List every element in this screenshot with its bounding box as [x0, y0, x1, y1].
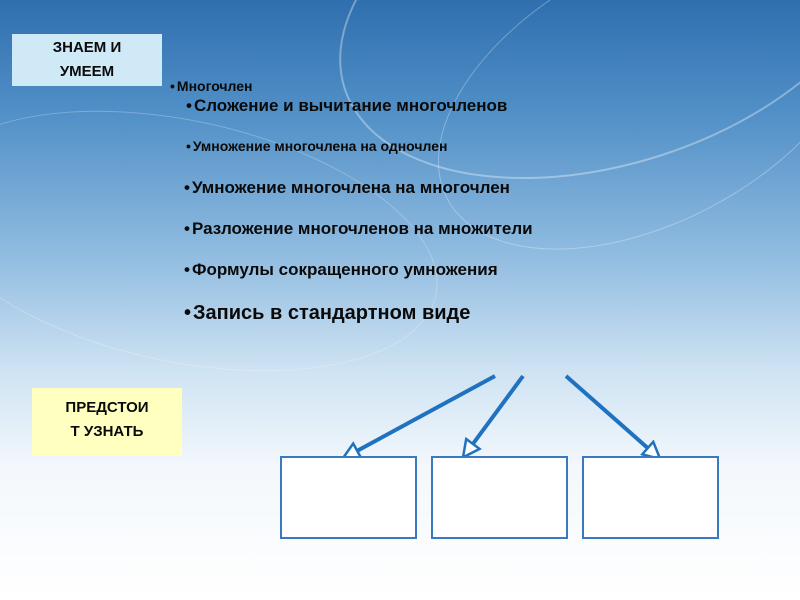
bullet-text: Умножение многочлена на одночлен	[192, 138, 448, 154]
empty-box-1[interactable]	[280, 456, 417, 539]
know-label-box: ЗНАЕМ И УМЕЕМ	[12, 34, 162, 86]
bullet-dot: •	[184, 219, 190, 238]
arrow-icon	[344, 374, 496, 458]
bullet-item-formulas: •Формулы сокращенного умножения	[184, 260, 498, 280]
bullet-dot: •	[184, 302, 192, 324]
bullet-item-polynomial: •Многочлен	[170, 78, 253, 94]
empty-box-3[interactable]	[582, 456, 719, 539]
arrow-icon	[464, 374, 525, 456]
know-label-line1: ЗНАЕМ И	[52, 39, 122, 56]
bullet-text: Многочлен	[176, 78, 253, 94]
bullet-dot: •	[170, 78, 175, 94]
bullet-text: Сложение и вычитание многочленов	[193, 96, 508, 115]
bullet-dot: •	[184, 260, 190, 279]
bullet-text: Разложение многочленов на множители	[191, 219, 533, 238]
bullet-text: Формулы сокращенного умножения	[191, 260, 498, 279]
todo-label-line1: ПРЕДСТОИ	[65, 399, 149, 416]
empty-box-2[interactable]	[431, 456, 568, 539]
arrow-icon	[564, 374, 659, 458]
bullet-item-mult-monomial: •Умножение многочлена на одночлен	[186, 138, 447, 154]
bullet-text: Запись в стандартном виде	[193, 302, 471, 324]
bullet-dot: •	[186, 96, 192, 115]
bullet-item-addition: •Сложение и вычитание многочленов	[186, 96, 507, 116]
bullet-dot: •	[184, 178, 190, 197]
bullet-item-standard-form: •Запись в стандартном виде	[184, 302, 470, 325]
todo-label-box: ПРЕДСТОИ Т УЗНАТЬ	[32, 388, 182, 456]
bullet-text: Умножение многочлена на многочлен	[191, 178, 510, 197]
todo-label-line2: Т УЗНАТЬ	[70, 423, 144, 440]
know-label-line2: УМЕЕМ	[59, 63, 115, 80]
bullet-item-mult-polynomial: •Умножение многочлена на многочлен	[184, 178, 510, 198]
bullet-item-factoring: •Разложение многочленов на множители	[184, 219, 533, 239]
bullet-dot: •	[186, 138, 191, 154]
